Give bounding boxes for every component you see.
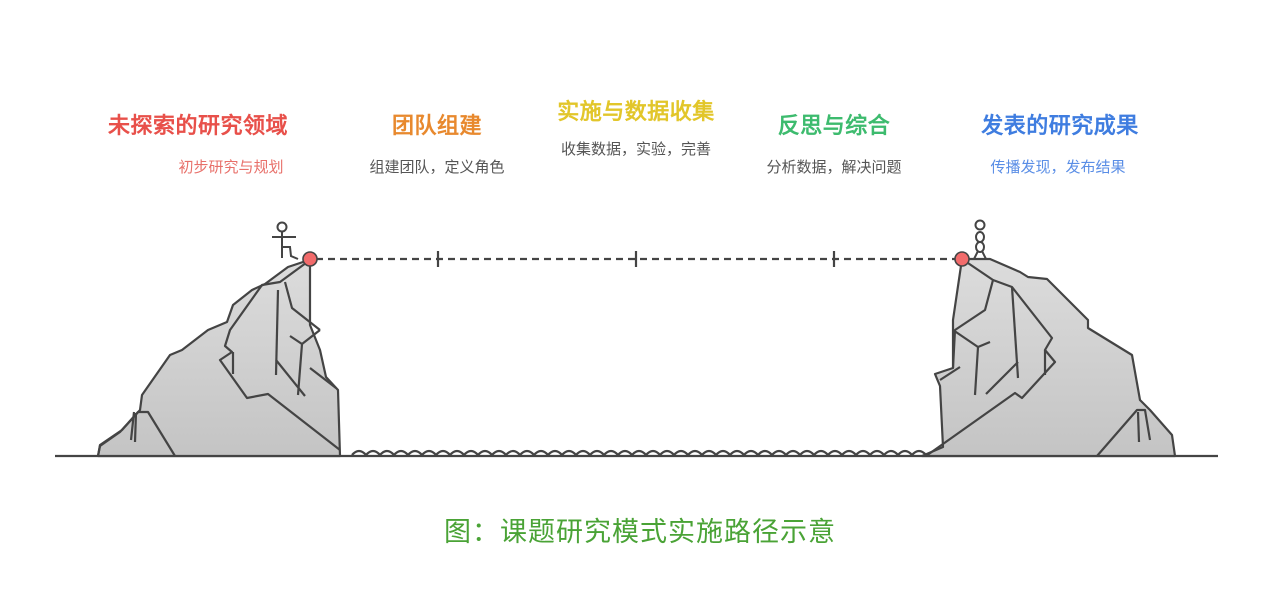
figure-caption: 图：课题研究模式实施路径示意	[444, 517, 836, 548]
stage-1-desc: 初步研究与规划	[178, 158, 284, 176]
stage-3-title: 实施与数据收集	[557, 100, 715, 125]
start-marker-dot	[302, 251, 318, 267]
left-climber-figure-icon	[272, 221, 299, 260]
stage-4-title: 反思与综合	[777, 114, 891, 139]
left-cliff-icon	[96, 258, 342, 458]
stage-3-desc: 收集数据，实验，完善	[560, 140, 711, 158]
right-cliff-icon	[920, 257, 1177, 458]
stage-4-desc: 分析数据，解决问题	[766, 158, 902, 176]
stage-1-title: 未探索的研究领域	[107, 114, 289, 139]
stage-5-title: 发表的研究成果	[981, 114, 1139, 139]
stage-2-title: 团队组建	[391, 114, 483, 139]
stage-5-desc: 传播发现，发布结果	[990, 158, 1126, 176]
water-waves-icon	[351, 449, 927, 457]
right-standing-figure-icon	[973, 219, 987, 260]
stage-2-desc: 组建团队，定义角色	[369, 158, 505, 176]
end-marker-dot	[954, 251, 970, 267]
